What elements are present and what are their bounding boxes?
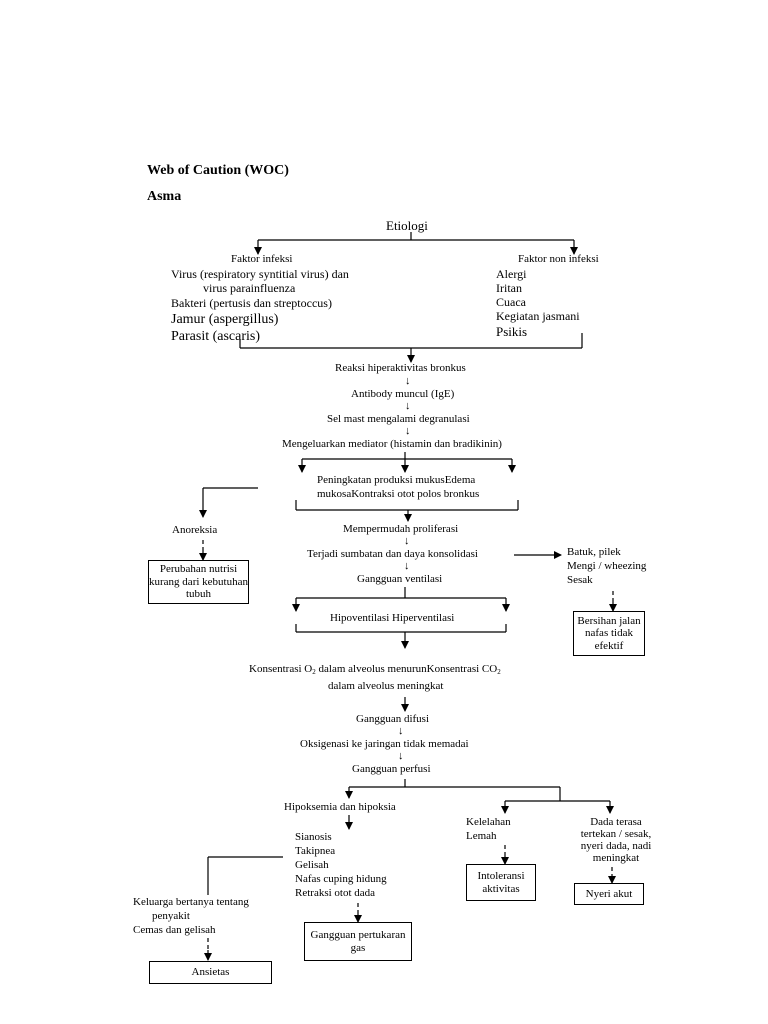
faktor-infeksi-bakteri: Bakteri (pertusis dan streptoccus) <box>171 296 332 310</box>
gangguan-perfusi: Gangguan perfusi <box>352 763 431 775</box>
perubahan-nutrisi-box: Perubahan nutrisi kurang dari kebutuhan … <box>148 560 249 604</box>
gangguan-difusi: Gangguan difusi <box>356 713 430 725</box>
batuk-pilek: Batuk, pilek <box>567 546 621 558</box>
page-title: Web of Caution (WOC) <box>147 163 289 178</box>
intoleransi-aktivitas-box: Intoleransi aktivitas <box>466 864 536 901</box>
faktor-non-infeksi-item: Alergi <box>496 267 527 281</box>
faktor-infeksi-heading: Faktor infeksi <box>231 253 293 265</box>
symptom-item: Nafas cuping hidung <box>295 873 387 885</box>
konsentrasi-o2-co2: Konsentrasi O2 dalam alveolus menurunKon… <box>249 663 501 676</box>
faktor-non-infeksi-item: Iritan <box>496 281 522 295</box>
dada-nyeri: nyeri dada, nadi <box>580 840 652 852</box>
cemas-gelisah: Cemas dan gelisah <box>133 924 216 936</box>
down-arrow-icon: ↓ <box>405 425 411 437</box>
dada-tertekan: tertekan / sesak, <box>580 828 652 840</box>
down-arrow-icon: ↓ <box>398 750 404 762</box>
antibody-muncul: Antibody muncul (IgE) <box>351 388 455 400</box>
down-arrow-icon: ↓ <box>404 560 410 572</box>
symptom-item: Takipnea <box>295 845 336 857</box>
faktor-non-infeksi-item: Cuaca <box>496 295 526 309</box>
down-arrow-icon: ↓ <box>405 400 411 412</box>
faktor-non-infeksi-heading: Faktor non infeksi <box>518 253 599 265</box>
down-arrow-icon: ↓ <box>398 725 404 737</box>
gangguan-pertukaran-gas-box: Gangguan pertukaran gas <box>304 922 412 961</box>
mengi-wheezing: Mengi / wheezing <box>567 560 647 572</box>
faktor-infeksi-jamur: Jamur (aspergillus) <box>171 312 279 327</box>
bersihan-jalan-nafas-box: Bersihan jalan nafas tidak efektif <box>573 611 645 656</box>
anoreksia-label: Anoreksia <box>172 524 218 536</box>
mempermudah-proliferasi: Mempermudah proliferasi <box>343 523 459 535</box>
nyeri-akut-box: Nyeri akut <box>574 883 644 905</box>
down-arrow-icon: ↓ <box>404 535 410 547</box>
symptom-item: Sianosis <box>295 831 332 843</box>
oksigenasi: Oksigenasi ke jaringan tidak memadai <box>300 738 469 750</box>
dada-terasa: Dada terasa <box>590 816 642 828</box>
etiologi-label: Etiologi <box>386 218 428 233</box>
reaksi-hiperaktivitas: Reaksi hiperaktivitas bronkus <box>335 362 466 374</box>
symptom-item: Retraksi otot dada <box>295 887 376 899</box>
sel-mast: Sel mast mengalami degranulasi <box>327 413 470 425</box>
faktor-non-infeksi-item: Psikis <box>496 324 528 339</box>
alveolus-meningkat: dalam alveolus meningkat <box>328 680 444 692</box>
down-arrow-icon: ↓ <box>405 375 411 387</box>
edema-kontraksi: mukosaKontraksi otot polos bronkus <box>317 488 480 500</box>
faktor-infeksi-parasit: Parasit (ascaris) <box>171 329 261 344</box>
peningkatan-produksi-mukus: Peningkatan produksi mukusEdema <box>317 474 476 486</box>
faktor-non-infeksi-item: Kegiatan jasmani <box>496 309 580 323</box>
symptom-item: Gelisah <box>295 859 329 871</box>
hipoksemia-hipoksia: Hipoksemia dan hipoksia <box>284 801 396 813</box>
dada-meningkat: meningkat <box>592 852 640 864</box>
gangguan-ventilasi: Gangguan ventilasi <box>357 573 443 585</box>
page-subtitle: Asma <box>147 189 182 204</box>
ansietas-box: Ansietas <box>149 961 272 984</box>
faktor-infeksi-virus-cont: virus parainfluenza <box>203 281 296 295</box>
faktor-infeksi-virus: Virus (respiratory syntitial virus) dan <box>171 267 349 281</box>
keluarga-bertanya: Keluarga bertanya tentang <box>133 896 249 908</box>
lemah-label: Lemah <box>466 830 497 842</box>
kelelahan-label: Kelelahan <box>466 816 511 828</box>
mediator: Mengeluarkan mediator (histamin dan brad… <box>282 438 502 450</box>
sesak: Sesak <box>567 574 593 586</box>
keluarga-penyakit: penyakit <box>152 910 190 922</box>
sumbatan-konsolidasi: Terjadi sumbatan dan daya konsolidasi <box>307 548 478 560</box>
hipo-hiperventilasi: Hipoventilasi Hiperventilasi <box>330 612 455 624</box>
